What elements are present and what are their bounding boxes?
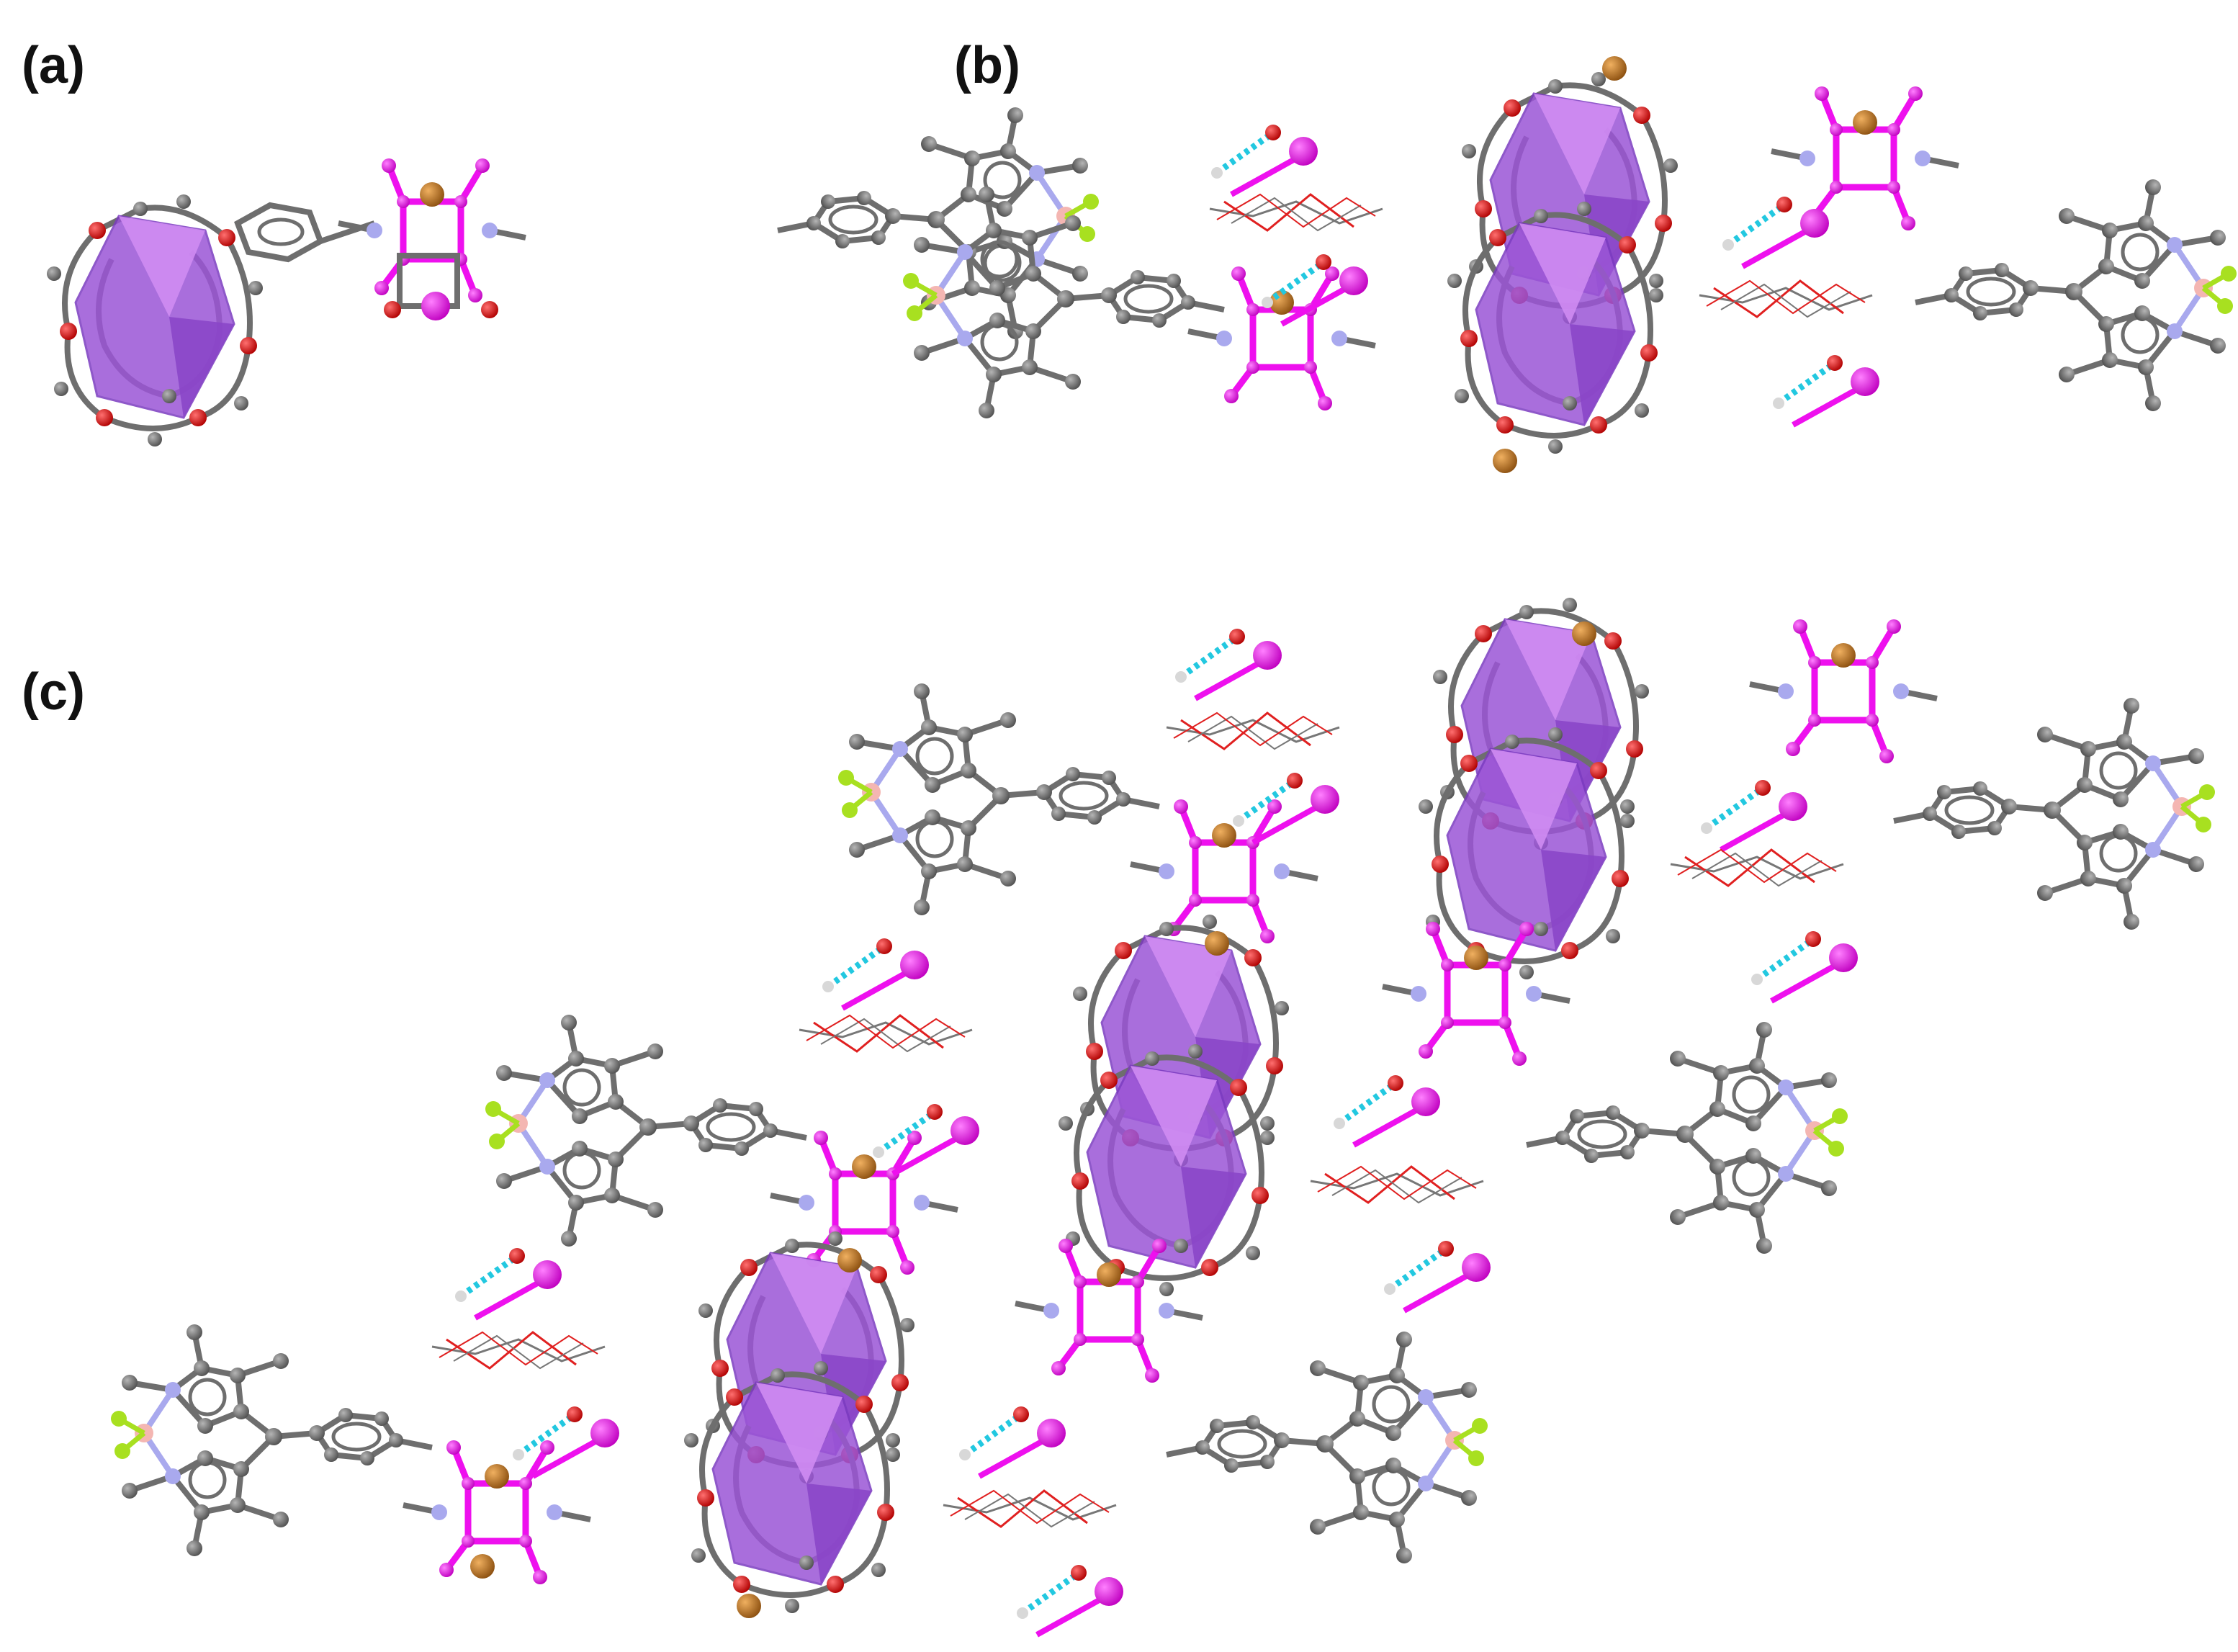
hydrogen-bond	[1751, 931, 1858, 1001]
crown-ether-k-polyhedron	[1059, 1044, 1275, 1296]
bodipy-unit	[778, 107, 1099, 339]
crown-ether-k-polyhedron	[684, 1361, 900, 1613]
hydrogen-bond	[1017, 1565, 1123, 1635]
hydrogen-bond	[455, 1248, 562, 1318]
hydrogen-bond	[822, 938, 929, 1008]
bodipy-unit	[1894, 698, 2215, 930]
hydrogen-bond	[1384, 1241, 1491, 1311]
bodipy-unit	[1167, 1332, 1488, 1563]
bodipy-unit	[1915, 179, 2237, 411]
panel-a-structure	[47, 107, 1099, 446]
disordered-solvent	[798, 1014, 974, 1053]
hydrogen-bond	[1233, 773, 1339, 843]
bodipy-unit	[1527, 1022, 1848, 1254]
panel-label-b: (b)	[954, 37, 1020, 94]
disordered-solvent	[1165, 711, 1341, 750]
squaramide-core	[1771, 86, 1959, 230]
hydrogen-bond	[959, 1406, 1066, 1476]
hydrogen-bond	[873, 1104, 979, 1174]
panel-label-a: (a)	[22, 37, 85, 94]
hydrogen-bond	[513, 1406, 619, 1476]
panel-c-structure	[111, 598, 2215, 1635]
hydrogen-bond	[1701, 780, 1807, 850]
squaramide-core	[1750, 619, 1937, 763]
disordered-solvent	[1698, 279, 1874, 318]
hydrogen-bond	[1175, 629, 1282, 699]
benzo-linker	[234, 202, 376, 263]
hydrogen-bond	[1773, 355, 1879, 425]
hydrogen-bond	[1211, 125, 1318, 194]
crown-ether-k-polyhedron	[47, 194, 263, 446]
disordered-solvent	[942, 1489, 1118, 1528]
disordered-solvent	[1669, 848, 1845, 887]
crown-ether-k-polyhedron	[1419, 727, 1635, 979]
crown-ether-k-polyhedron	[1447, 202, 1663, 454]
squaramide-core	[338, 158, 526, 302]
bodipy-unit	[838, 683, 1159, 915]
hydrogen-bond	[1334, 1075, 1440, 1145]
hydrogen-bond	[1722, 197, 1829, 266]
bodipy-unit	[111, 1324, 432, 1556]
bodipy-unit	[485, 1015, 806, 1247]
disordered-solvent	[431, 1331, 606, 1370]
panel-b-structure	[903, 56, 2237, 473]
disordered-solvent	[1309, 1165, 1485, 1204]
disordered-solvent	[1208, 193, 1384, 232]
panel-label-c: (c)	[22, 663, 85, 721]
